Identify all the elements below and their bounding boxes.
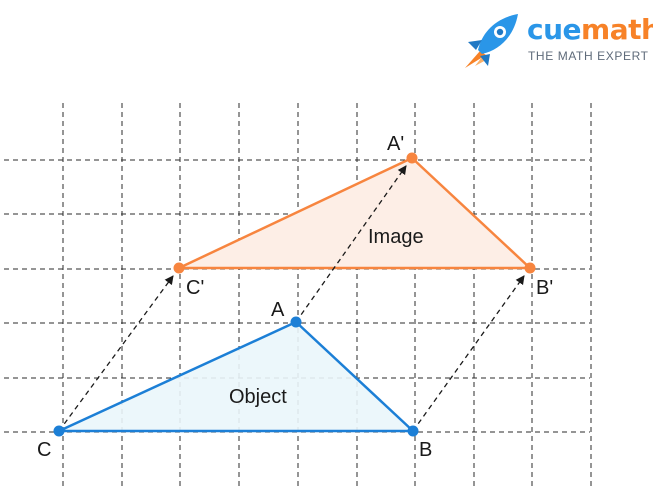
label-c-prime: C' — [186, 277, 204, 299]
label-c: C — [37, 439, 51, 461]
point-b — [407, 425, 419, 437]
brand-tagline: THE MATH EXPERT — [528, 49, 649, 63]
label-a: A — [271, 299, 285, 321]
label-b: B — [419, 439, 432, 461]
rocket-icon — [465, 14, 518, 68]
grid — [4, 103, 592, 490]
point-b-prime — [524, 262, 536, 274]
image-label: Image — [368, 226, 424, 248]
translation-arrow-a — [295, 165, 407, 323]
brand-logo: cuemath THE MATH EXPERT — [0, 0, 653, 80]
label-a-prime: A' — [387, 133, 404, 155]
brand-name-math: math — [581, 13, 653, 46]
point-a-prime — [406, 152, 418, 164]
label-b-prime: B' — [536, 277, 553, 299]
image-triangle — [177, 156, 532, 270]
translation-arrow-b — [412, 275, 525, 432]
point-c-prime — [173, 262, 185, 274]
brand-name-cue: cue — [527, 13, 582, 46]
object-triangle — [57, 320, 415, 433]
object-label: Object — [229, 386, 287, 408]
point-c — [53, 425, 65, 437]
point-a — [290, 316, 302, 328]
brand-name: cuemath — [527, 14, 653, 46]
